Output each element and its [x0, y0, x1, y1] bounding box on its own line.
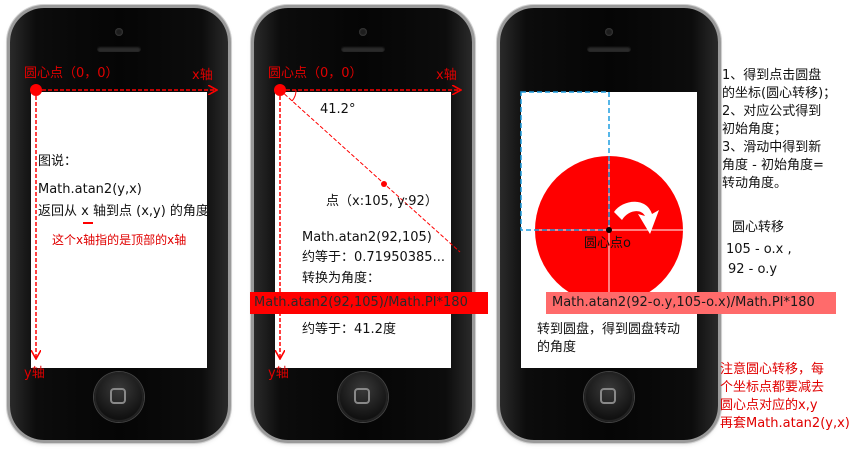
coordinate-shift-box — [520, 91, 610, 231]
dial-rotation-text-line2: 的角度 — [537, 340, 577, 355]
panel1-axes — [30, 84, 216, 358]
home-button-icon — [94, 372, 144, 422]
note-line2: 个坐标点都要减去 — [720, 380, 825, 395]
point-label: 点（x:105, y:92） — [326, 194, 438, 209]
speaker-grille — [341, 46, 385, 52]
description-prefix: 返回从 — [38, 204, 78, 219]
dial-rotation-text-line1: 转到圆盘，得到圆盘转动 — [537, 322, 681, 337]
top-x-axis-note: 这个x轴指的是顶部的x轴 — [52, 233, 187, 247]
point-dot — [381, 181, 387, 187]
home-button-icon — [338, 372, 388, 422]
step3-line3: 转动角度。 — [722, 176, 788, 191]
x-axis-label: x轴 — [192, 68, 213, 83]
origin-dot — [30, 84, 42, 96]
phone-frame-2 — [254, 8, 472, 440]
panel2-axes — [274, 84, 460, 358]
phone-frame-1 — [10, 8, 228, 440]
note-line4: 再套Math.atan2(y,x) — [720, 416, 850, 431]
convert-label: 转换为角度： — [302, 271, 381, 286]
phone-screen-2 — [275, 92, 451, 368]
angle-label: 41.2° — [320, 102, 356, 117]
description-suffix: 轴到点 (x,y) 的角度 — [93, 204, 209, 219]
camera-icon — [115, 28, 123, 36]
home-button-icon — [584, 372, 634, 422]
description-x: x — [81, 204, 89, 219]
y-axis-label: y轴 — [268, 366, 289, 381]
shift-y: 92 - o.y — [728, 262, 778, 277]
shift-x: 105 - o.x , — [726, 242, 792, 257]
center-label: 圆心点o — [584, 236, 631, 251]
note-line3: 圆心点对应的x,y — [720, 398, 818, 413]
approx-degree-text: 约等于：41.2度 — [302, 322, 396, 337]
step3-line1: 3、滑动中得到新 — [722, 140, 822, 155]
degree-formula-box: Math.atan2(92,105)/Math.PI*180 — [250, 292, 488, 314]
formula-text: Math.atan2(y,x) — [38, 182, 142, 197]
shift-title: 圆心转移 — [732, 220, 785, 235]
origin-label: 圆心点（0，0） — [268, 66, 363, 81]
step2-line2: 初始角度； — [722, 122, 788, 137]
y-axis-label: y轴 — [24, 366, 45, 381]
description-text: 返回从 x 轴到点 (x,y) 的角度 — [38, 204, 209, 220]
formula-text: Math.atan2(92,105) — [302, 230, 432, 245]
phone-screen-1 — [31, 92, 207, 368]
angle-arc — [291, 89, 297, 102]
note-line1: 注意圆心转移，每 — [720, 362, 825, 377]
step1-line2: 的坐标(圆心转移)； — [722, 86, 837, 101]
diagonal-ray — [279, 89, 461, 253]
speaker-grille — [97, 46, 141, 52]
origin-label: 圆心点（0，0） — [24, 66, 119, 81]
camera-icon — [605, 28, 613, 36]
center-dot — [606, 227, 612, 233]
camera-icon — [359, 28, 367, 36]
panel3-dial — [520, 91, 683, 304]
step3-line2: 角度 - 初始角度= — [722, 158, 824, 173]
step1-line1: 1、得到点击圆盘 — [722, 68, 822, 83]
legend-title: 图说： — [38, 154, 78, 169]
x-axis-label: x轴 — [436, 68, 457, 83]
speaker-grille — [587, 46, 631, 52]
approx-value-text: 约等于：0.71950385... — [302, 250, 445, 265]
offset-formula-box: Math.atan2(92-o.y,105-o.x)/Math.PI*180 — [546, 292, 836, 314]
rotate-arrow-icon — [614, 201, 659, 234]
step2-line1: 2、对应公式得到 — [722, 104, 822, 119]
